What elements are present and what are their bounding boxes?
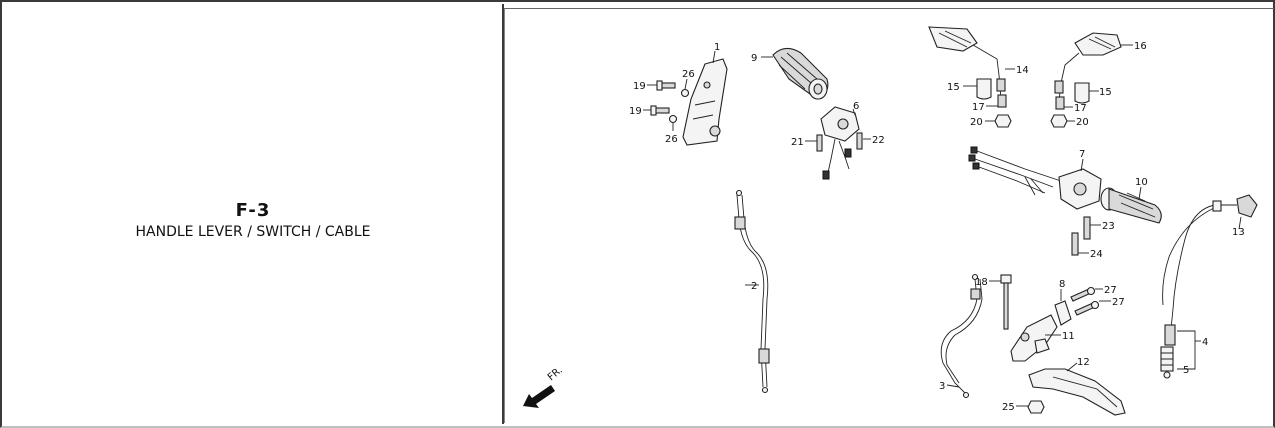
part-25-nut (1027, 400, 1045, 414)
callout-15-left: 15 (947, 82, 960, 93)
callout-15-right: 15 (1099, 87, 1112, 98)
direction-label: FR. (546, 365, 565, 383)
callout-13: 13 (1232, 227, 1245, 238)
callout-3: 3 (939, 381, 945, 392)
part-11-lever-holder (1010, 314, 1058, 362)
callout-11: 11 (1062, 331, 1075, 342)
part-14-left-mirror (928, 26, 1006, 100)
part-7-left-switch (968, 146, 1102, 210)
part-2-throttle-cable (734, 189, 770, 394)
callout-2: 2 (751, 281, 757, 292)
exploded-parts-diagram: 1 19 19 26 26 (504, 8, 1274, 423)
callout-27-lower: 27 (1112, 297, 1125, 308)
part-9-throttle-grip (772, 47, 829, 100)
callout-27-upper: 27 (1104, 285, 1117, 296)
callout-20-left: 20 (970, 117, 983, 128)
callout-14: 14 (1016, 65, 1029, 76)
callout-1: 1 (714, 42, 720, 53)
part-16-right-mirror (1054, 32, 1122, 102)
callout-26-lower: 26 (665, 134, 678, 145)
front-direction-arrow (523, 385, 555, 408)
callout-26-upper: 26 (682, 69, 695, 80)
part-10-left-grip (1100, 187, 1162, 224)
callout-24: 24 (1090, 249, 1103, 260)
callout-4: 4 (1202, 337, 1208, 348)
callout-5: 5 (1183, 365, 1189, 376)
section-code: F-3 (235, 200, 271, 221)
part-6-right-switch (820, 106, 860, 180)
callout-10: 10 (1135, 177, 1148, 188)
part-17-bolt-left (997, 94, 1007, 108)
part-15-cover-left (976, 78, 992, 100)
callout-7: 7 (1079, 149, 1085, 160)
callout-20-right: 20 (1076, 117, 1089, 128)
part-24-screw (1071, 232, 1079, 256)
part-12-brake-lever (1028, 368, 1126, 416)
part-26-washer-lower (668, 114, 678, 124)
callout-18: 18 (975, 277, 988, 288)
parts-drawing: 1 19 19 26 26 (523, 26, 1258, 416)
part-1-switch-housing (682, 58, 728, 146)
callout-17-right: 17 (1074, 103, 1087, 114)
part-4-5-cable-adjuster (1160, 324, 1176, 379)
part-21-screw (816, 134, 823, 152)
callout-6: 6 (853, 101, 859, 112)
part-3-brake-cable (940, 273, 983, 399)
part-17-bolt-right (1055, 96, 1065, 110)
part-23-screw (1083, 216, 1091, 240)
part-8-lever-bracket (1054, 300, 1072, 326)
part-19-screw-upper (656, 80, 676, 91)
part-27-screw-lower (1074, 300, 1100, 316)
part-26-washer-upper (680, 88, 690, 98)
section-title: HANDLE LEVER / SWITCH / CABLE (135, 224, 371, 240)
part-22-screw (856, 132, 863, 150)
part-18-pivot-bolt (1000, 274, 1012, 330)
callout-17-left: 17 (972, 102, 985, 113)
callout-21: 21 (791, 137, 804, 148)
section-info-panel: F-3 HANDLE LEVER / SWITCH / CABLE (4, 4, 504, 424)
part-15-cover-right (1074, 82, 1090, 104)
callout-19-upper: 19 (633, 81, 646, 92)
section-title-block: F-3 HANDLE LEVER / SWITCH / CABLE (4, 200, 502, 241)
callout-22: 22 (872, 135, 885, 146)
callout-12: 12 (1077, 357, 1090, 368)
callout-25: 25 (1002, 402, 1015, 413)
part-20-nut-left (994, 114, 1012, 128)
part-27-screw-upper (1070, 286, 1096, 302)
part-20-nut-right (1050, 114, 1068, 128)
callout-9: 9 (751, 53, 757, 64)
callout-23: 23 (1102, 221, 1115, 232)
part-13-cable-end (1162, 194, 1258, 330)
callout-8: 8 (1059, 279, 1065, 290)
callout-19-lower: 19 (629, 106, 642, 117)
part-19-screw-lower (650, 105, 670, 116)
callout-16: 16 (1134, 41, 1147, 52)
